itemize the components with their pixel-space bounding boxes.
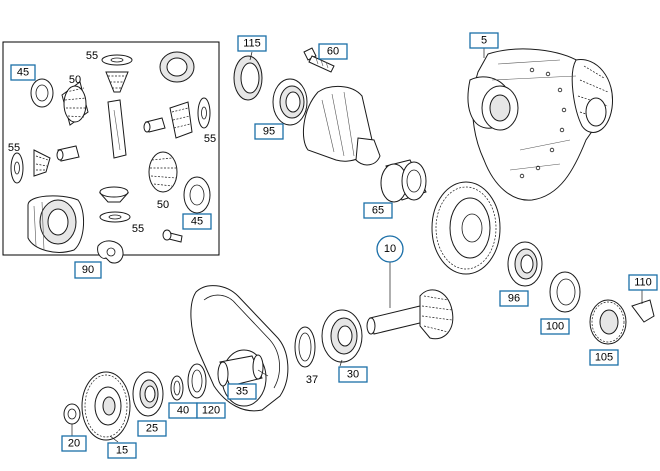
part-55-pinion-gear-top[interactable] — [105, 71, 129, 93]
svg-text:35: 35 — [236, 386, 248, 398]
part-50-side-gear-lower[interactable] — [148, 151, 178, 193]
part-35-sleeve[interactable] — [217, 354, 264, 387]
svg-text:45: 45 — [191, 216, 203, 228]
callout-55-left[interactable]: 55 — [8, 142, 20, 154]
svg-text:105: 105 — [595, 352, 613, 364]
part-37-seal-ring[interactable] — [294, 326, 316, 368]
callout-40[interactable]: 40 — [168, 402, 198, 419]
callout-55-bottom[interactable]: 55 — [132, 223, 144, 235]
part-bolt-small[interactable] — [162, 229, 183, 243]
callout-95[interactable]: 95 — [254, 123, 284, 140]
part-45-thrust-washer[interactable] — [30, 78, 54, 108]
svg-text:95: 95 — [263, 126, 275, 138]
svg-text:115: 115 — [243, 38, 261, 50]
part-30-bearing[interactable] — [321, 309, 363, 363]
callout-25[interactable]: 25 — [137, 420, 167, 437]
part-55-pinion-gear-right[interactable] — [169, 101, 193, 139]
part-10-ring-gear[interactable] — [431, 181, 501, 275]
callout-96[interactable]: 96 — [499, 290, 529, 307]
callout-35[interactable]: 35 — [227, 383, 257, 400]
callout-50-top[interactable]: 50 — [69, 74, 81, 86]
part-55-washer-right[interactable] — [197, 97, 211, 129]
callout-50-bottom[interactable]: 50 — [157, 199, 169, 211]
part-115-seal[interactable] — [233, 55, 263, 101]
svg-text:60: 60 — [327, 46, 339, 58]
part-65-bearing-cup[interactable] — [380, 159, 427, 203]
svg-text:10: 10 — [384, 243, 396, 255]
part-pinion-gear-left[interactable] — [33, 149, 51, 177]
svg-text:40: 40 — [177, 405, 189, 417]
callout-15[interactable]: 15 — [107, 442, 137, 459]
callout-45-top[interactable]: 45 — [10, 64, 36, 81]
part-pin-short[interactable] — [143, 117, 166, 133]
part-90-tool[interactable] — [97, 240, 124, 264]
svg-text:25: 25 — [146, 423, 158, 435]
svg-text:100: 100 — [546, 321, 564, 333]
part-100-bearing-cup[interactable] — [549, 271, 581, 313]
callout-5[interactable]: 5 — [469, 32, 499, 49]
callout-110[interactable]: 110 — [628, 274, 658, 291]
callout-45-bottom[interactable]: 45 — [182, 213, 212, 230]
part-60-bolt[interactable] — [303, 47, 335, 73]
part-95-bearing[interactable] — [272, 78, 308, 126]
callout-55-top[interactable]: 55 — [86, 50, 98, 62]
part-pin-left[interactable] — [56, 145, 80, 162]
callout-30[interactable]: 30 — [338, 366, 368, 383]
callout-115[interactable]: 115 — [237, 35, 267, 52]
part-bearing-cup[interactable] — [159, 51, 195, 83]
callout-65[interactable]: 65 — [363, 202, 393, 219]
svg-text:65: 65 — [372, 205, 384, 217]
svg-text:120: 120 — [202, 405, 220, 417]
callout-100[interactable]: 100 — [540, 318, 570, 335]
part-5-axle-housing[interactable] — [467, 48, 613, 201]
svg-text:90: 90 — [82, 264, 94, 276]
callout-20[interactable]: 20 — [61, 435, 87, 452]
leader-35 — [257, 369, 269, 377]
svg-text:110: 110 — [634, 277, 652, 289]
svg-text:5: 5 — [481, 35, 487, 47]
part-15-gear[interactable] — [81, 371, 131, 441]
leader-30 — [339, 359, 343, 367]
part-cross-shaft[interactable] — [107, 99, 127, 159]
part-40-ring[interactable] — [170, 375, 184, 401]
part-55-washer-left[interactable] — [10, 152, 24, 184]
svg-text:15: 15 — [116, 445, 128, 457]
part-10-drive-pinion[interactable] — [366, 289, 454, 340]
leader-115 — [249, 51, 253, 61]
part-110-lock-plate[interactable] — [631, 290, 655, 323]
part-20-nut[interactable] — [63, 403, 81, 425]
part-50-side-gear[interactable] — [61, 81, 89, 126]
callout-10[interactable]: 10 — [376, 235, 404, 263]
callout-55-right[interactable]: 55 — [204, 133, 216, 145]
part-washer-middle[interactable] — [98, 186, 130, 203]
part-differential-case[interactable] — [27, 195, 84, 253]
part-45-thrust-washer-lower[interactable] — [183, 176, 211, 214]
part-55-washer-top[interactable] — [101, 54, 133, 66]
part-pinion-housing[interactable] — [302, 86, 381, 166]
part-96-bearing[interactable] — [507, 241, 543, 287]
part-washer-lower-middle[interactable] — [99, 211, 131, 223]
svg-text:20: 20 — [68, 438, 80, 450]
svg-text:45: 45 — [17, 67, 29, 79]
svg-text:30: 30 — [347, 369, 359, 381]
callout-120[interactable]: 120 — [196, 402, 226, 419]
part-120-seal[interactable] — [187, 363, 207, 399]
part-25-bearing[interactable] — [132, 371, 164, 417]
leader-15 — [109, 435, 119, 443]
svg-text:96: 96 — [508, 293, 520, 305]
callout-37[interactable]: 37 — [306, 374, 318, 386]
part-105-adjusting-nut[interactable] — [589, 299, 627, 345]
callout-90[interactable]: 90 — [74, 261, 102, 279]
callout-105[interactable]: 105 — [589, 349, 619, 366]
callout-60[interactable]: 60 — [318, 43, 348, 60]
